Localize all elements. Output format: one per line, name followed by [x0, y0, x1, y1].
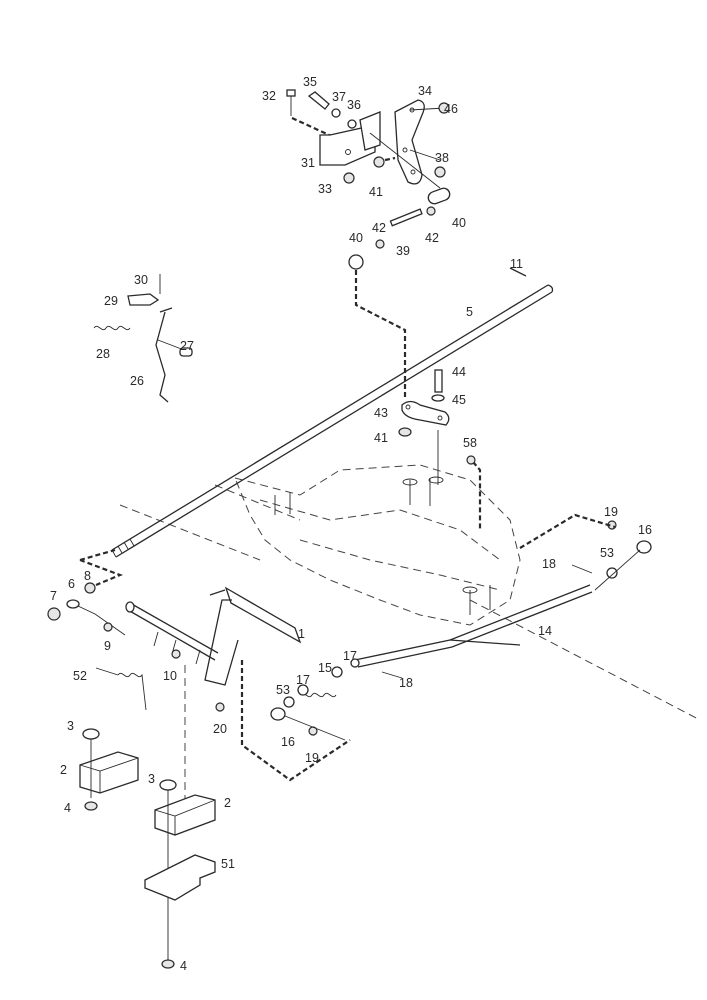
pedal-assembly [47, 582, 351, 800]
callout-44: 44 [452, 365, 466, 379]
callout-39: 39 [396, 244, 410, 258]
callout-2: 2 [224, 796, 231, 810]
callout-34: 34 [418, 84, 432, 98]
callout-3: 3 [148, 772, 155, 786]
callout-41: 41 [369, 185, 383, 199]
callout-32: 32 [262, 89, 276, 103]
callout-38: 38 [435, 151, 449, 165]
callout-2: 2 [60, 763, 67, 777]
callout-40: 40 [452, 216, 466, 230]
callout-16: 16 [638, 523, 652, 537]
callout-26: 26 [130, 374, 144, 388]
callout-11: 11 [510, 257, 523, 271]
callout-27: 27 [180, 339, 194, 353]
shift-lever-parts [93, 274, 193, 403]
callout-40: 40 [349, 231, 363, 245]
callout-3: 3 [67, 719, 74, 733]
callout-31: 31 [301, 156, 315, 170]
callout-4: 4 [180, 959, 187, 973]
callout-6: 6 [68, 577, 75, 591]
callout-15: 15 [318, 661, 332, 675]
callout-10: 10 [163, 669, 177, 683]
transmission-phantom [119, 464, 701, 721]
link-plate-43 [398, 369, 482, 530]
callout-51: 51 [221, 857, 235, 871]
callout-17: 17 [296, 673, 310, 687]
callout-7: 7 [50, 589, 57, 603]
callout-28: 28 [96, 347, 110, 361]
callout-42: 42 [372, 221, 386, 235]
callout-43: 43 [374, 406, 388, 420]
callout-1: 1 [298, 627, 305, 641]
callout-46: 46 [444, 102, 458, 116]
callout-30: 30 [134, 273, 148, 287]
callout-5: 5 [466, 305, 473, 319]
callout-52: 52 [73, 669, 87, 683]
rod-5 [111, 267, 554, 558]
callout-20: 20 [213, 722, 227, 736]
callout-29: 29 [104, 294, 118, 308]
callout-19: 19 [305, 751, 319, 765]
callout-18: 18 [399, 676, 413, 690]
callout-8: 8 [84, 569, 91, 583]
callout-19: 19 [604, 505, 618, 519]
callout-45: 45 [452, 393, 466, 407]
control-rod-14 [270, 513, 652, 741]
callout-4: 4 [64, 801, 71, 815]
callout-36: 36 [347, 98, 361, 112]
callout-53: 53 [600, 546, 614, 560]
callout-33: 33 [318, 182, 332, 196]
callout-42: 42 [425, 231, 439, 245]
callout-17: 17 [343, 649, 357, 663]
callout-53: 53 [276, 683, 290, 697]
callout-37: 37 [332, 90, 346, 104]
callout-14: 14 [538, 624, 552, 638]
callout-9: 9 [104, 639, 111, 653]
callout-18: 18 [542, 557, 556, 571]
mount-blocks [79, 728, 216, 969]
bracket-assembly [286, 89, 451, 400]
callout-16: 16 [281, 735, 295, 749]
callout-35: 35 [303, 75, 317, 89]
callout-58: 58 [463, 436, 477, 450]
callout-41: 41 [374, 431, 388, 445]
